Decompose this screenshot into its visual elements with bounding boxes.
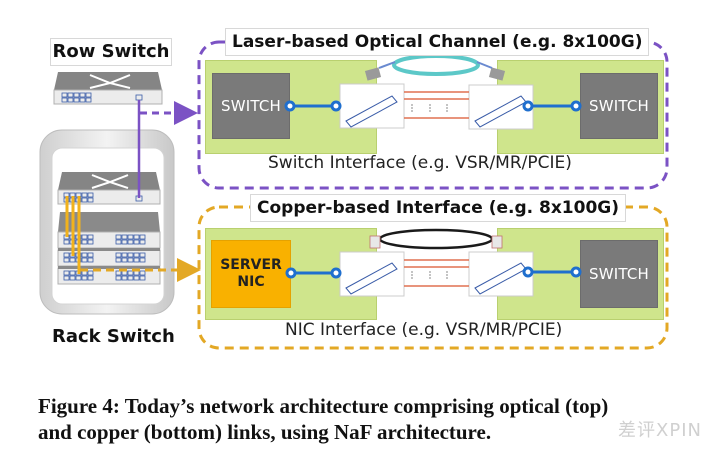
optical-right-switch-label: SWITCH [588, 97, 649, 115]
optical-lanes [404, 91, 469, 119]
row-switch-device [53, 72, 163, 105]
optical-right-switch: SWITCH [580, 73, 658, 139]
rack-top-switch [57, 172, 161, 205]
diagram-graphics [39, 40, 669, 350]
switch-x-icon [89, 74, 131, 89]
server-nic-label-line1: SERVER [220, 256, 282, 273]
lane-ellipsis [411, 271, 448, 279]
copper-lanes [404, 259, 469, 287]
switch-interface-label: Switch Interface (e.g. VSR/MR/PCIE) [268, 153, 572, 173]
figure-caption-line2: and copper (bottom) links, using NaF arc… [38, 420, 492, 444]
optical-panel-title: Laser-based Optical Channel (e.g. 8x100G… [225, 28, 650, 56]
optical-left-switch-label: SWITCH [220, 97, 281, 115]
server-nic: SERVER NIC [211, 240, 291, 308]
optical-transceivers [339, 83, 534, 130]
copper-right-switch: SWITCH [580, 240, 658, 308]
transceiver-module-icon [345, 95, 398, 128]
server-nic-label-line2: NIC [237, 274, 265, 290]
switch-x-icon [91, 174, 129, 189]
copper-right-switch-label: SWITCH [588, 265, 649, 283]
copper-traces [285, 266, 582, 279]
copper-panel-title: Copper-based Interface (e.g. 8x100G) [250, 194, 627, 222]
optical-cable [364, 54, 506, 81]
copper-transceivers [339, 251, 534, 297]
transceiver-module-icon [345, 262, 398, 295]
link-graphics [284, 54, 582, 297]
optical-traces [284, 100, 582, 112]
lane-ellipsis [411, 104, 448, 112]
watermark: 差评XPIN [618, 420, 702, 441]
rack-switch-label: Rack Switch [52, 326, 175, 347]
figure-caption-line1: Figure 4: Today’s network architecture c… [38, 394, 609, 418]
server-stack [57, 212, 161, 285]
nic-interface-label: NIC Interface (e.g. VSR/MR/PCIE) [285, 320, 563, 340]
rack-copper-cables [65, 196, 81, 274]
row-switch-label: Row Switch [50, 38, 172, 66]
copper-cable [369, 228, 503, 250]
